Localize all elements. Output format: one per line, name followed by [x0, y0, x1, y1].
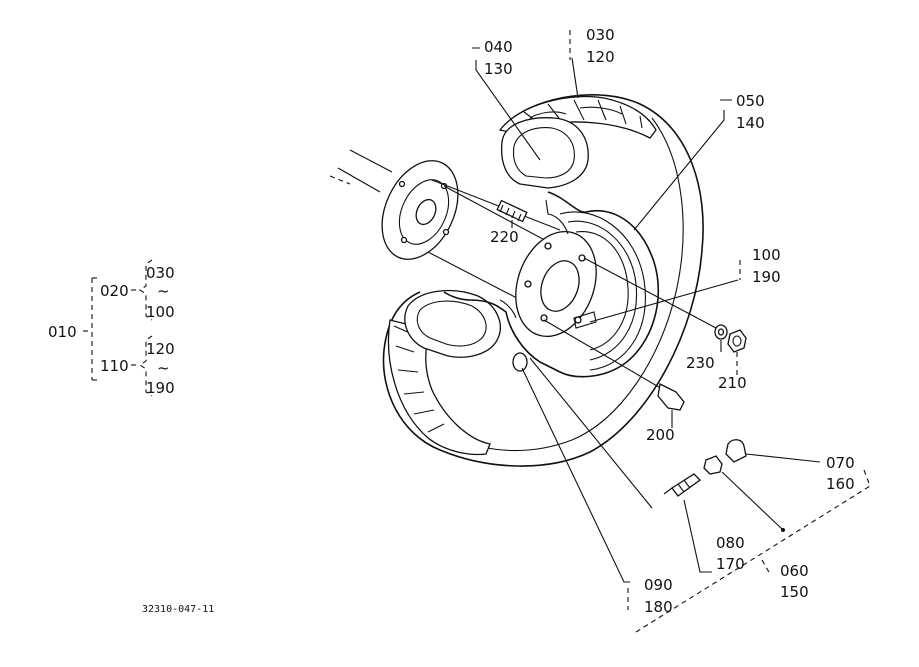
drawing-number: 32310-047-11	[142, 604, 214, 615]
stud-bolt	[496, 199, 528, 223]
callout-180: 180	[644, 598, 673, 616]
hub-center-bore	[415, 198, 437, 226]
tree-root-label: 010	[48, 323, 77, 341]
callout-labels: 030 120 040 130 050 140 220 100 190 230 …	[484, 26, 855, 616]
bolt-200	[543, 319, 685, 411]
tree-group-a-label: 020	[100, 282, 129, 300]
callout-040: 040	[484, 38, 513, 56]
tire	[382, 94, 704, 467]
part-tree: 010 020 110 030 ~ 100 120 ~ 190	[48, 259, 175, 397]
wheel-rim	[443, 191, 660, 378]
rim-centre-hole	[540, 260, 580, 312]
callout-100: 100	[752, 246, 781, 264]
callout-030: 030	[586, 26, 615, 44]
valve-stem	[671, 473, 701, 497]
tree-group-b-from: 120	[146, 340, 175, 358]
tree-group-a-tilde: ~	[157, 282, 170, 300]
tree-group-b-tilde: ~	[157, 359, 170, 377]
tree-group-a-to: 100	[146, 303, 175, 321]
callout-090: 090	[644, 576, 673, 594]
callout-080: 080	[716, 534, 745, 552]
axle-and-hub	[329, 149, 583, 311]
inner-tube-section-bottom	[404, 289, 501, 358]
callout-150: 150	[780, 583, 809, 601]
callout-130: 130	[484, 60, 513, 78]
callout-160: 160	[826, 475, 855, 493]
valve-cap	[725, 439, 747, 463]
callout-120: 120	[586, 48, 615, 66]
callout-220: 220	[490, 228, 519, 246]
tree-group-a-from: 030	[146, 264, 175, 282]
callout-070: 070	[826, 454, 855, 472]
callout-060: 060	[780, 562, 809, 580]
wheel-nut	[727, 329, 747, 353]
callout-190: 190	[752, 268, 781, 286]
callout-230: 230	[686, 354, 715, 372]
tree-group-b-to: 190	[146, 379, 175, 397]
tree-group-b-label: 110	[100, 357, 129, 375]
valve-assembly	[663, 439, 785, 532]
leader-lines	[472, 30, 871, 633]
callout-140: 140	[736, 114, 765, 132]
wheel-nut-and-washer	[583, 257, 747, 353]
valve-core	[703, 455, 723, 475]
callout-200: 200	[646, 426, 675, 444]
callout-170: 170	[716, 555, 745, 573]
callout-210: 210	[718, 374, 747, 392]
callout-050: 050	[736, 92, 765, 110]
